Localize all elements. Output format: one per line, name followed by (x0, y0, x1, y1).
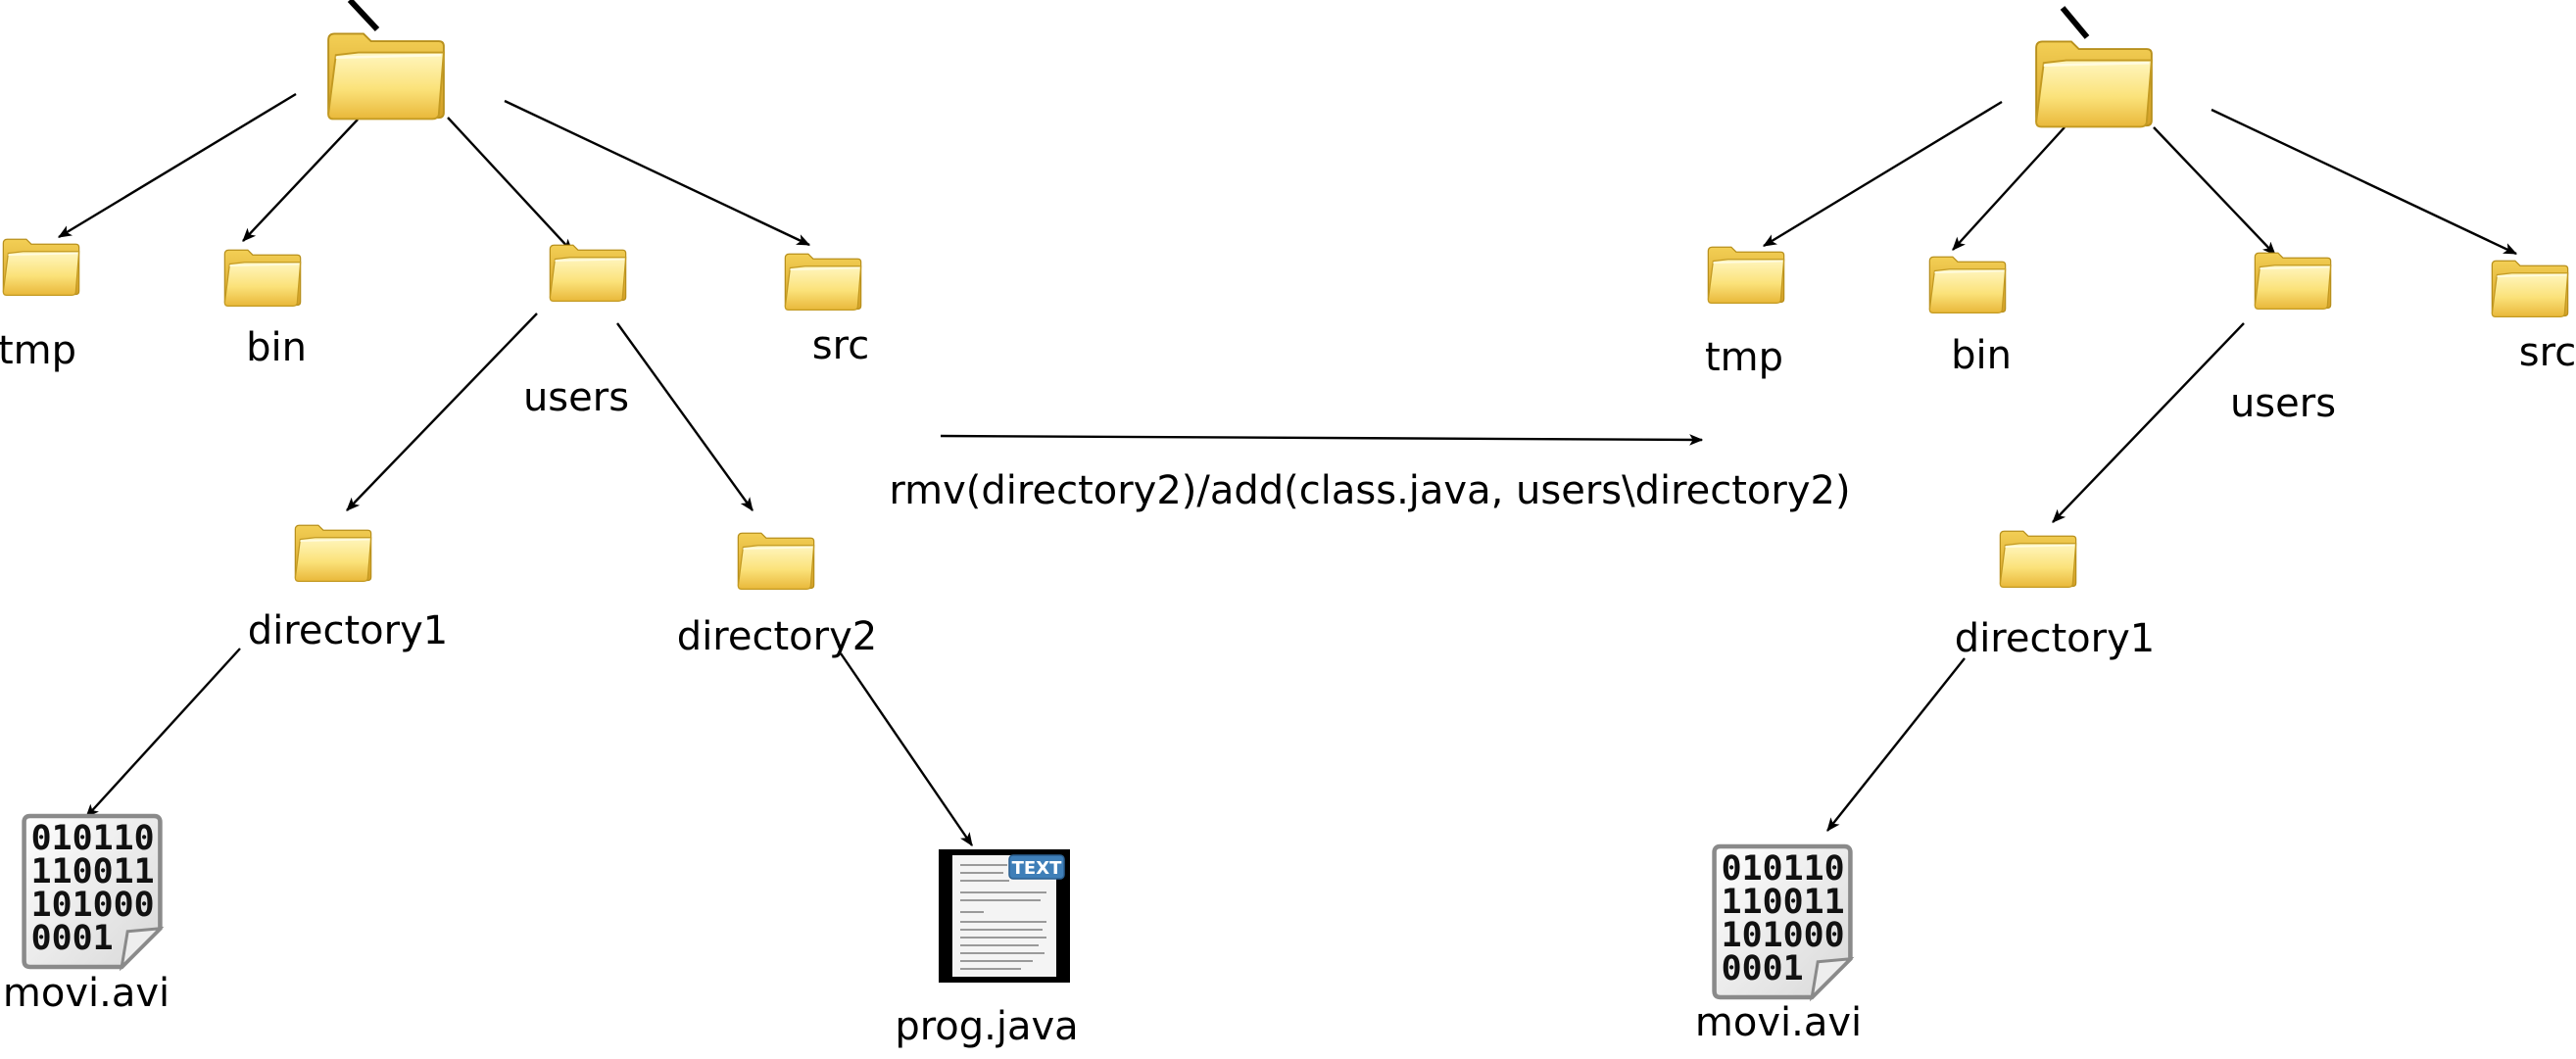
folder-icon-directory1-before (294, 524, 372, 583)
edge-root-bin-after (1952, 126, 2066, 251)
edge-root-tmp-after (1763, 100, 2003, 248)
label-directory1-after: directory1 (1955, 616, 2155, 661)
tree-icons: 0101101100111010000001010110110011101000… (2, 32, 2569, 997)
label-directory2-before: directory2 (677, 614, 877, 659)
folder-icon-users-before (549, 244, 627, 303)
root-marker-after (2060, 6, 2090, 39)
binary-digits: 110011 (1722, 883, 1845, 922)
label-prog-java: prog.java (895, 1004, 1078, 1049)
text-file-badge: TEXT (1012, 858, 1062, 879)
folder-icon-src-after (2491, 260, 2569, 318)
edge-directory1-movi-before (85, 648, 241, 818)
label-bin-after: bin (1951, 333, 2012, 378)
edge-directory1-movi-after (1826, 657, 1966, 832)
edge-root-src-before (504, 99, 811, 247)
tree-edges (58, 92, 2518, 846)
edge-users-directory2-before (616, 322, 753, 511)
edge-root-bin-before (242, 119, 359, 242)
binary-digits: 0001 (1722, 949, 1804, 988)
edge-directory2-prog-before (840, 652, 973, 846)
folder-icon-bin-before (223, 249, 302, 308)
folder-icon-root-before (326, 32, 446, 120)
folder-icon-src-before (784, 253, 862, 312)
binary-digits: 110011 (31, 852, 155, 891)
edge-root-src-after (2211, 108, 2518, 256)
operation-arrow (940, 434, 1704, 446)
folder-icon-users-after (2254, 252, 2332, 311)
binary-digits: 101000 (1722, 916, 1845, 955)
label-tmp-before: tmp (0, 328, 76, 373)
root-marker-before (347, 0, 380, 32)
label-movi-before: movi.avi (3, 971, 170, 1016)
operation-label: rmv(directory2)/add(class.java, users\di… (889, 468, 1850, 513)
label-users-after: users (2230, 381, 2336, 426)
label-bin-before: bin (246, 325, 307, 370)
text-file-icon: TEXT (939, 849, 1070, 983)
edge-users-directory1-after (2052, 322, 2245, 523)
binary-digits: 101000 (31, 886, 155, 925)
folder-icon-tmp-after (1707, 246, 1785, 305)
label-tmp-after: tmp (1705, 335, 1783, 380)
edge-users-directory1-before (346, 313, 538, 511)
label-directory1-before: directory1 (248, 608, 448, 653)
binary-digits: 010110 (31, 819, 155, 858)
folder-icon-bin-after (1928, 256, 2007, 314)
folder-icon-tmp-before (2, 238, 80, 297)
label-src-after: src (2519, 330, 2576, 375)
folder-icon-directory2-before (737, 532, 815, 591)
edge-root-users-before (447, 117, 573, 253)
binary-digits: 010110 (1722, 849, 1845, 889)
label-src-before: src (812, 323, 869, 368)
edge-root-tmp-before (58, 92, 297, 239)
edge-root-users-after (2153, 126, 2276, 256)
label-users-before: users (523, 375, 629, 420)
folder-icon-directory1-after (1999, 530, 2077, 589)
binary-digits: 0001 (31, 919, 114, 958)
label-movi-after: movi.avi (1695, 1000, 1862, 1045)
folder-icon-root-after (2034, 40, 2154, 128)
